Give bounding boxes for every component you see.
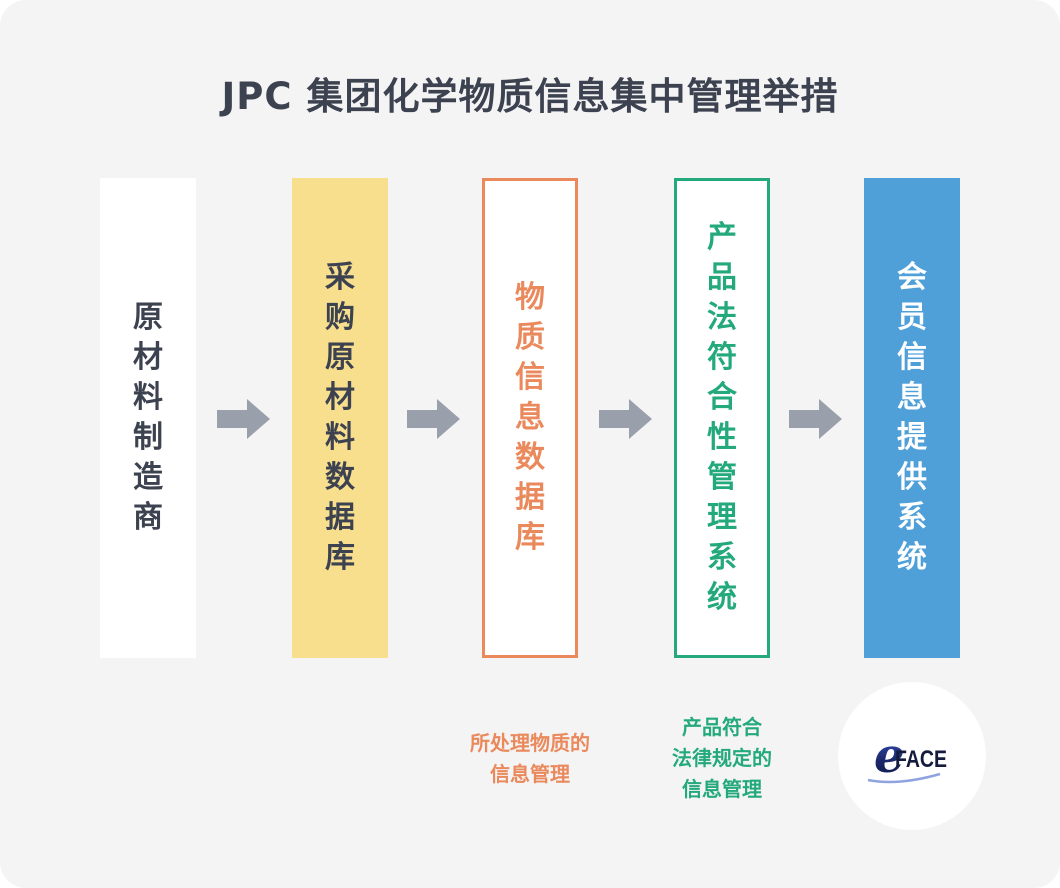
svg-text:FACE: FACE (895, 746, 947, 773)
box-substance-info-database: 物质信息数据库 (482, 178, 578, 658)
box-product-compliance-system-label: 产品法符合性管理系统 (707, 220, 737, 615)
box-member-info-system-label: 会员信息提供系统 (897, 260, 927, 575)
flow-arrow-4 (789, 399, 842, 439)
eface-logo: e FACE (838, 682, 986, 830)
svg-text:e: e (874, 728, 905, 784)
flow-arrow-2 (407, 399, 460, 439)
box-raw-material-manufacturer: 原材料制造商 (100, 178, 196, 658)
eface-logo-icon: e FACE (867, 728, 947, 784)
caption-line: 法律规定的 (672, 746, 772, 770)
caption-line: 产品符合 (682, 715, 762, 739)
caption-line: 信息管理 (682, 777, 762, 801)
box-member-info-system: 会员信息提供系统 (864, 178, 960, 658)
caption-line: 所处理物质的 (470, 731, 590, 755)
box-raw-material-manufacturer-label: 原材料制造商 (133, 300, 163, 535)
diagram-title: JPC 集团化学物质信息集中管理举措 (221, 75, 839, 118)
box-product-compliance-system: 产品法符合性管理系统 (674, 178, 770, 658)
caption-legal-compliance-management: 产品符合 法律规定的 信息管理 (622, 712, 822, 805)
caption-line: 信息管理 (490, 762, 570, 786)
box-purchased-material-database: 采购原材料数据库 (292, 178, 388, 658)
flow-arrow-3 (599, 399, 652, 439)
caption-substance-info-management: 所处理物质的 信息管理 (430, 728, 630, 790)
flow-arrow-1 (217, 399, 270, 439)
box-purchased-material-database-label: 采购原材料数据库 (325, 260, 355, 575)
box-substance-info-database-label: 物质信息数据库 (515, 280, 545, 555)
